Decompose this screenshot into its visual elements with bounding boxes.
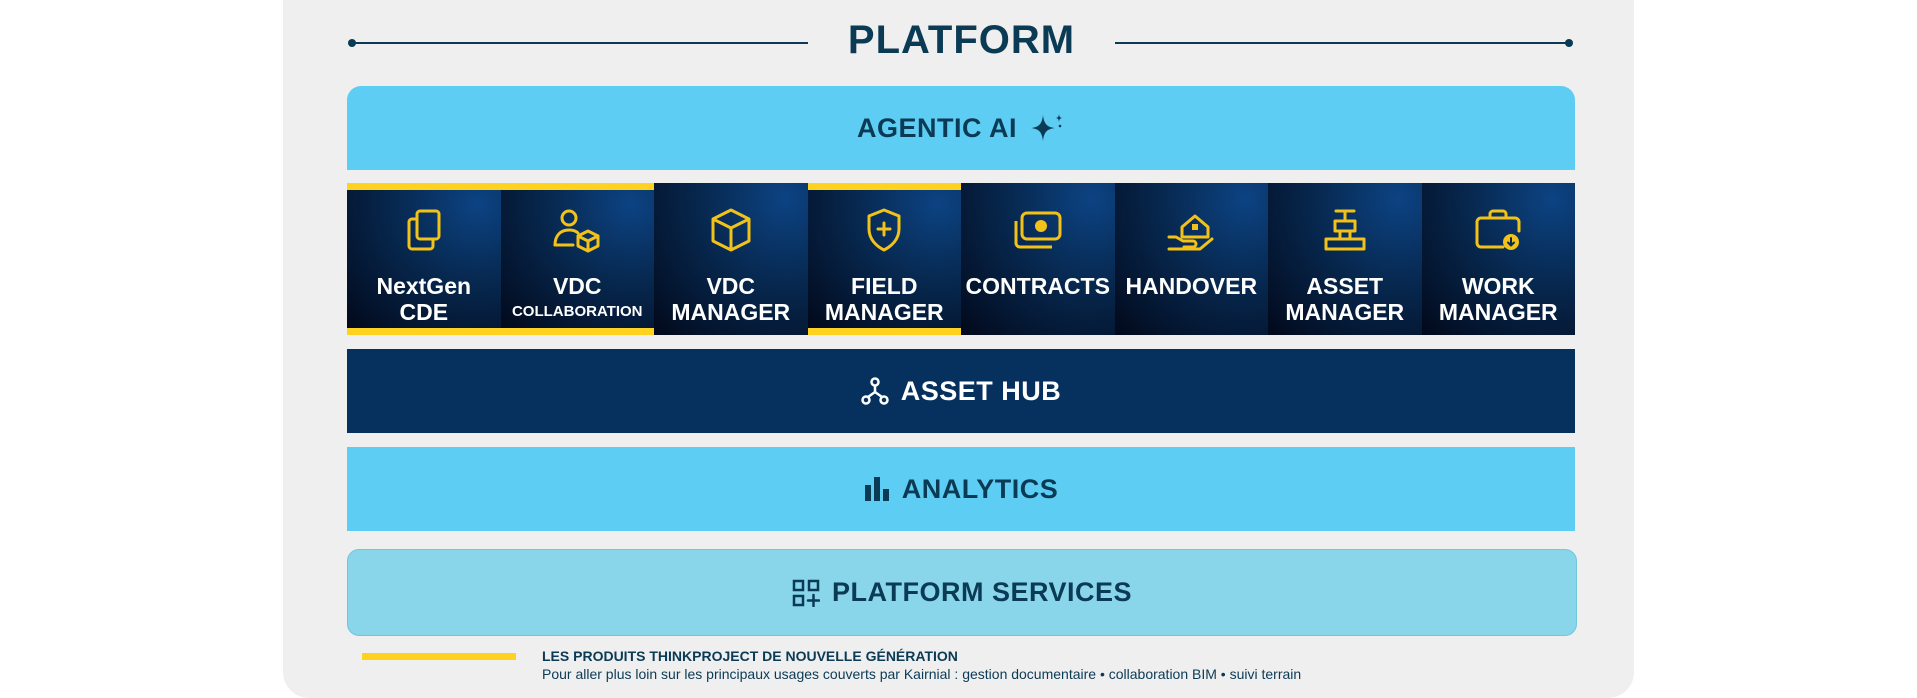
title-line-dot-right [1565,39,1573,47]
product-name-line1: CONTRACTS [965,273,1110,299]
product-name-line1: ASSET [1306,273,1384,299]
title-line-left [352,42,808,44]
analytics-label: ANALYTICS [901,473,1059,504]
product-name-line2: CDE [399,299,449,325]
page-title: PLATFORM [847,18,1076,62]
sparkle-icon [1029,112,1065,144]
product-tile-contracts[interactable]: CONTRACTS [961,183,1115,335]
product-name-line1: VDC [552,273,602,299]
user-cube-icon [551,207,603,253]
legend-description: Pour aller plus loin sur les principaux … [542,666,1302,682]
product-name-line2: COLLABORATION [511,303,643,320]
agentic-ai-label: AGENTIC AI [857,112,1017,143]
legend: LES PRODUITS THINKPROJECT DE NOUVELLE GÉ… [362,648,1562,693]
bar-chart-icon [864,476,890,502]
product-name-line1: NextGen [376,273,472,299]
product-name-line2: MANAGER [1438,299,1558,325]
platform-services-layer: PLATFORM SERVICES [347,549,1577,636]
cube-icon [708,207,754,253]
product-tile-vdc-manager[interactable]: VDC MANAGER [654,183,808,335]
product-tile-work-manager[interactable]: WORK MANAGER [1421,183,1575,335]
legend-title: LES PRODUITS THINKPROJECT DE NOUVELLE GÉ… [542,648,958,664]
documents-icon [402,207,446,253]
product-tile-handover[interactable]: HANDOVER [1114,183,1268,335]
product-name-line1: FIELD [851,273,918,299]
product-tile-asset-manager[interactable]: ASSET MANAGER [1268,183,1422,335]
hub-network-icon [860,376,889,406]
product-tile-nextgen-cde[interactable]: NextGen CDE [347,183,501,335]
title-line-right [1115,42,1571,44]
valve-icon [1322,207,1368,253]
product-row: NextGen CDE VDC COLLABORATION [347,183,1575,335]
legend-swatch [362,653,516,660]
analytics-layer: ANALYTICS [347,447,1575,531]
product-name-line1: VDC [706,273,756,299]
money-icon [1012,207,1064,253]
platform-panel: PLATFORM AGENTIC AI NextGen CDE [283,0,1634,698]
product-tile-field-manager[interactable]: FIELD MANAGER [807,183,961,335]
briefcase-icon [1473,207,1523,253]
product-name-line2: MANAGER [671,299,791,325]
product-name-line1: HANDOVER [1125,273,1258,299]
product-name-line2: MANAGER [824,299,944,325]
product-tile-vdc-collaboration[interactable]: VDC COLLABORATION [500,183,654,335]
asset-hub-layer: ASSET HUB [347,349,1575,433]
asset-hub-label: ASSET HUB [900,375,1062,406]
hand-house-icon [1166,207,1216,253]
grid-plus-icon [792,579,820,607]
title-row: PLATFORM [348,14,1573,72]
product-name-line1: WORK [1461,273,1535,299]
agentic-ai-layer: AGENTIC AI [347,86,1575,170]
product-name-line2: MANAGER [1285,299,1405,325]
shield-plus-icon [864,207,904,253]
platform-services-label: PLATFORM SERVICES [831,577,1133,607]
